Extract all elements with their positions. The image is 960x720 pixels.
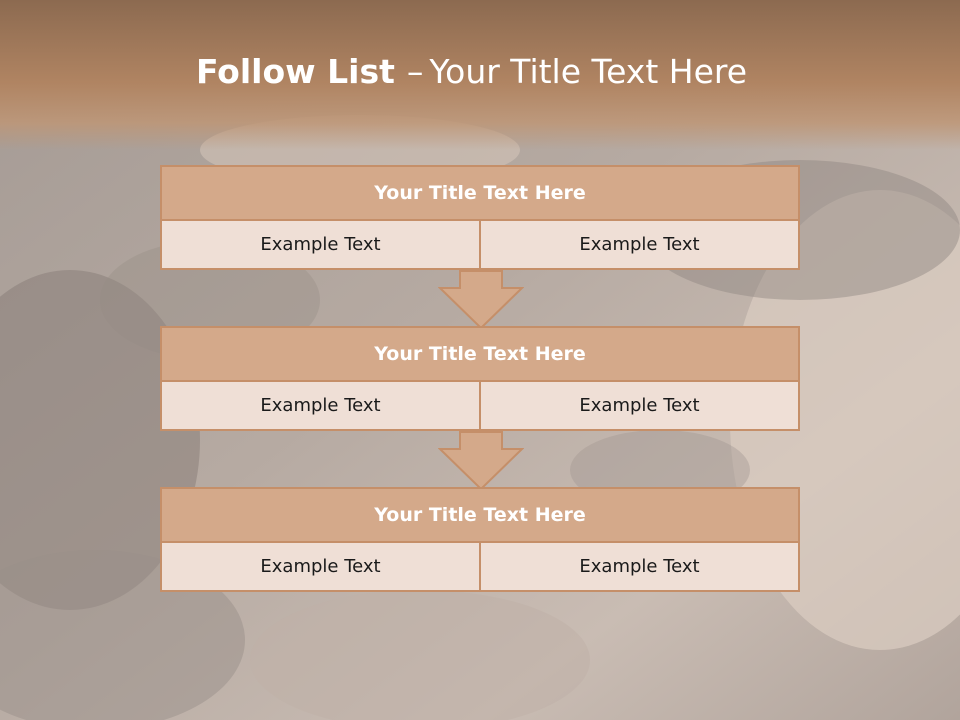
list-block-3: Your Title Text Here Example Text Exampl… [160, 487, 800, 592]
header-band [0, 0, 960, 150]
list-block-1: Your Title Text Here Example Text Exampl… [160, 165, 800, 270]
block-cell-left[interactable]: Example Text [162, 382, 479, 429]
slide-title-rest: Your Title Text Here [429, 52, 748, 91]
block-row: Example Text Example Text [160, 221, 800, 270]
block-cell-right[interactable]: Example Text [479, 382, 798, 429]
block-title[interactable]: Your Title Text Here [160, 487, 800, 543]
slide-title-separator: – [406, 52, 424, 91]
down-arrow-icon [438, 431, 524, 491]
slide-title-bold: Follow List [195, 52, 395, 91]
block-cell-right[interactable]: Example Text [479, 221, 798, 268]
block-cell-left[interactable]: Example Text [162, 221, 479, 268]
block-title[interactable]: Your Title Text Here [160, 326, 800, 382]
block-row: Example Text Example Text [160, 543, 800, 592]
block-title[interactable]: Your Title Text Here [160, 165, 800, 221]
down-arrow-icon [438, 270, 524, 330]
list-block-2: Your Title Text Here Example Text Exampl… [160, 326, 800, 431]
block-cell-left[interactable]: Example Text [162, 543, 479, 590]
slide-title: Follow List–Your Title Text Here [0, 52, 943, 91]
block-cell-right[interactable]: Example Text [479, 543, 798, 590]
block-row: Example Text Example Text [160, 382, 800, 431]
